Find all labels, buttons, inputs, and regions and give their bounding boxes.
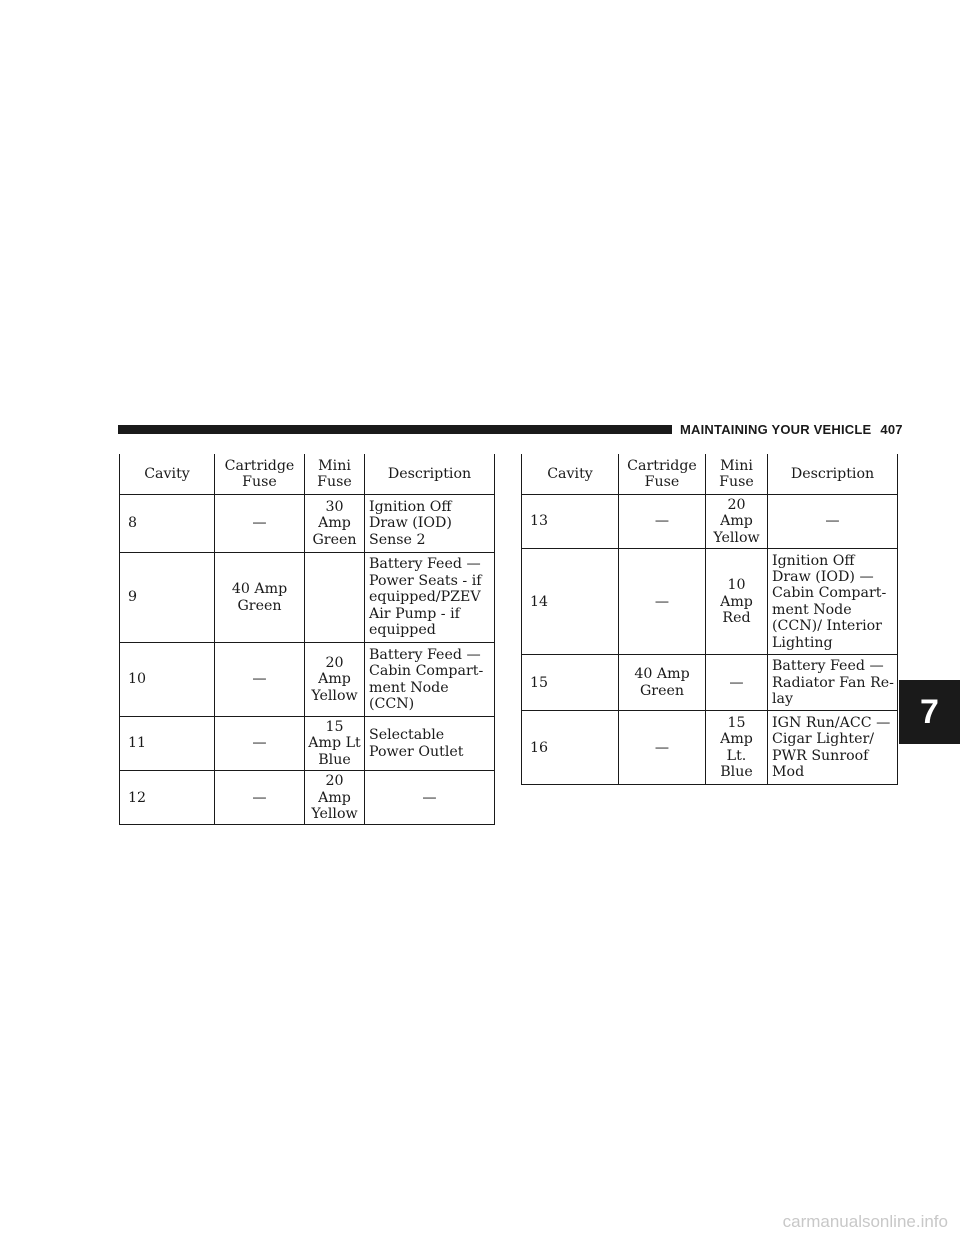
mini-fuse-cell: 10 Amp Red — [705, 548, 768, 656]
cartridge-fuse-cell: — — [214, 715, 305, 772]
cavity-cell: 16 — [521, 710, 619, 786]
cavity-cell: 8 — [119, 494, 215, 553]
column-header-cartridge-fuse: Cartridge Fuse — [214, 454, 305, 495]
mini-fuse-cell: 15 Amp Lt Blue — [304, 715, 365, 772]
table-row: 10 — 20 Amp Yellow Battery Feed — Cabin … — [119, 642, 495, 717]
cartridge-fuse-cell: 40 Amp Green — [618, 654, 706, 712]
description-cell: Ignition Off Draw (IOD) Sense 2 — [364, 494, 495, 553]
table-row: 16 — 15 Amp Lt. Blue IGN Run/ACC — Cigar… — [521, 710, 898, 786]
description-cell: — — [767, 493, 898, 550]
description-cell: Ignition Off Draw (IOD) — Cabin Compart-… — [767, 548, 898, 656]
cartridge-fuse-cell: — — [618, 710, 706, 786]
description-cell: Battery Feed — Radiator Fan Re- lay — [767, 654, 898, 712]
mini-fuse-cell: 30 Amp Green — [304, 494, 365, 553]
cavity-cell: 9 — [119, 552, 215, 643]
cavity-cell: 11 — [119, 715, 215, 772]
column-header-description: Description — [767, 454, 898, 495]
table-header-row: Cavity Cartridge Fuse Mini Fuse Descript… — [521, 454, 898, 495]
cavity-cell: 13 — [521, 493, 619, 550]
table-header-row: Cavity Cartridge Fuse Mini Fuse Descript… — [119, 454, 495, 495]
column-header-description: Description — [364, 454, 495, 495]
column-header-cartridge-fuse: Cartridge Fuse — [618, 454, 706, 495]
mini-fuse-cell: — — [705, 654, 768, 712]
table-row: 14 — 10 Amp Red Ignition Off Draw (IOD) … — [521, 548, 898, 656]
mini-fuse-cell: 20 Amp Yellow — [705, 493, 768, 550]
header-rule — [118, 425, 672, 434]
table-row: 15 40 Amp Green — Battery Feed — Radiato… — [521, 654, 898, 712]
column-header-mini-fuse: Mini Fuse — [705, 454, 768, 495]
section-title: MAINTAINING YOUR VEHICLE — [680, 422, 872, 437]
table-row: 13 — 20 Amp Yellow — — [521, 493, 898, 550]
cartridge-fuse-cell: — — [214, 494, 305, 553]
watermark: carmanualsonline.info — [782, 1212, 948, 1231]
cartridge-fuse-cell: — — [618, 493, 706, 550]
running-header: MAINTAINING YOUR VEHICLE 407 — [680, 421, 903, 439]
column-header-cavity: Cavity — [119, 454, 215, 495]
column-header-mini-fuse: Mini Fuse — [304, 454, 365, 495]
mini-fuse-cell: 20 Amp Yellow — [304, 642, 365, 717]
description-cell: Battery Feed — Cabin Compart- ment Node … — [364, 642, 495, 717]
table-row: 9 40 Amp Green Battery Feed — Power Seat… — [119, 552, 495, 643]
description-cell: Selectable Power Outlet — [364, 715, 495, 772]
page-number: 407 — [880, 422, 903, 437]
mini-fuse-cell: 15 Amp Lt. Blue — [705, 710, 768, 786]
chapter-tab: 7 — [899, 680, 960, 744]
description-cell: Battery Feed — Power Seats - if equipped… — [364, 552, 495, 643]
cavity-cell: 15 — [521, 654, 619, 712]
cavity-cell: 10 — [119, 642, 215, 717]
description-cell: IGN Run/ACC — Cigar Lighter/ PWR Sunroof… — [767, 710, 898, 786]
mini-fuse-cell — [304, 552, 365, 643]
cavity-cell: 12 — [119, 770, 215, 826]
cartridge-fuse-cell: — — [214, 642, 305, 717]
mini-fuse-cell: 20 Amp Yellow — [304, 770, 365, 826]
cartridge-fuse-cell: — — [214, 770, 305, 826]
column-header-cavity: Cavity — [521, 454, 619, 495]
cartridge-fuse-cell: 40 Amp Green — [214, 552, 305, 643]
fuse-table-right: Cavity Cartridge Fuse Mini Fuse Descript… — [521, 454, 898, 786]
cavity-cell: 14 — [521, 548, 619, 656]
table-row: 8 — 30 Amp Green Ignition Off Draw (IOD)… — [119, 494, 495, 553]
table-row: 12 — 20 Amp Yellow — — [119, 770, 495, 826]
table-row: 11 — 15 Amp Lt Blue Selectable Power Out… — [119, 715, 495, 772]
cartridge-fuse-cell: — — [618, 548, 706, 656]
description-cell: — — [364, 770, 495, 826]
fuse-table-left: Cavity Cartridge Fuse Mini Fuse Descript… — [119, 454, 495, 826]
